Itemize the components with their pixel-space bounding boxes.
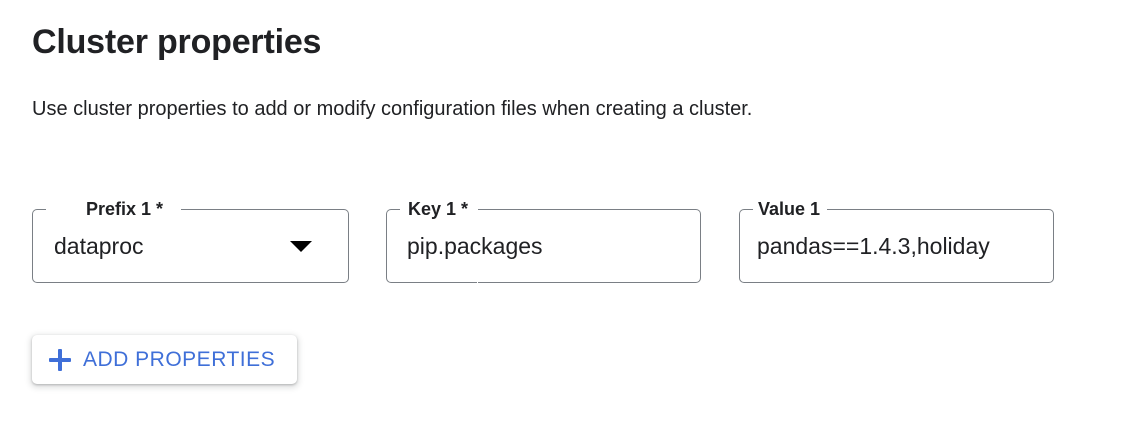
prefix-field[interactable]: Prefix 1 * dataproc	[32, 198, 349, 283]
value-input-value: pandas==1.4.3,holiday	[757, 233, 990, 259]
add-properties-label: ADD PROPERTIES	[83, 347, 276, 371]
key-field[interactable]: Key 1 * pip.packages	[386, 198, 701, 283]
prefix-select[interactable]: dataproc	[33, 210, 348, 282]
chevron-down-icon[interactable]	[290, 240, 312, 252]
property-row-1: Prefix 1 * dataproc Key 1 * pip.packages	[0, 198, 1122, 288]
plus-icon	[49, 348, 71, 371]
prefix-selected-value: dataproc	[54, 233, 144, 259]
key-field-label: Key 1 *	[403, 198, 474, 220]
page-description: Use cluster properties to add or modify …	[32, 98, 753, 120]
add-properties-button[interactable]: ADD PROPERTIES	[32, 335, 298, 384]
key-input[interactable]: pip.packages	[387, 210, 700, 282]
page-title: Cluster properties	[32, 23, 322, 61]
prefix-field-label: Prefix 1 *	[81, 198, 169, 220]
key-input-value: pip.packages	[407, 233, 543, 259]
value-field-label: Value 1	[753, 198, 826, 220]
value-input[interactable]: pandas==1.4.3,holiday	[740, 210, 1053, 282]
value-field[interactable]: Value 1 pandas==1.4.3,holiday	[739, 198, 1054, 283]
